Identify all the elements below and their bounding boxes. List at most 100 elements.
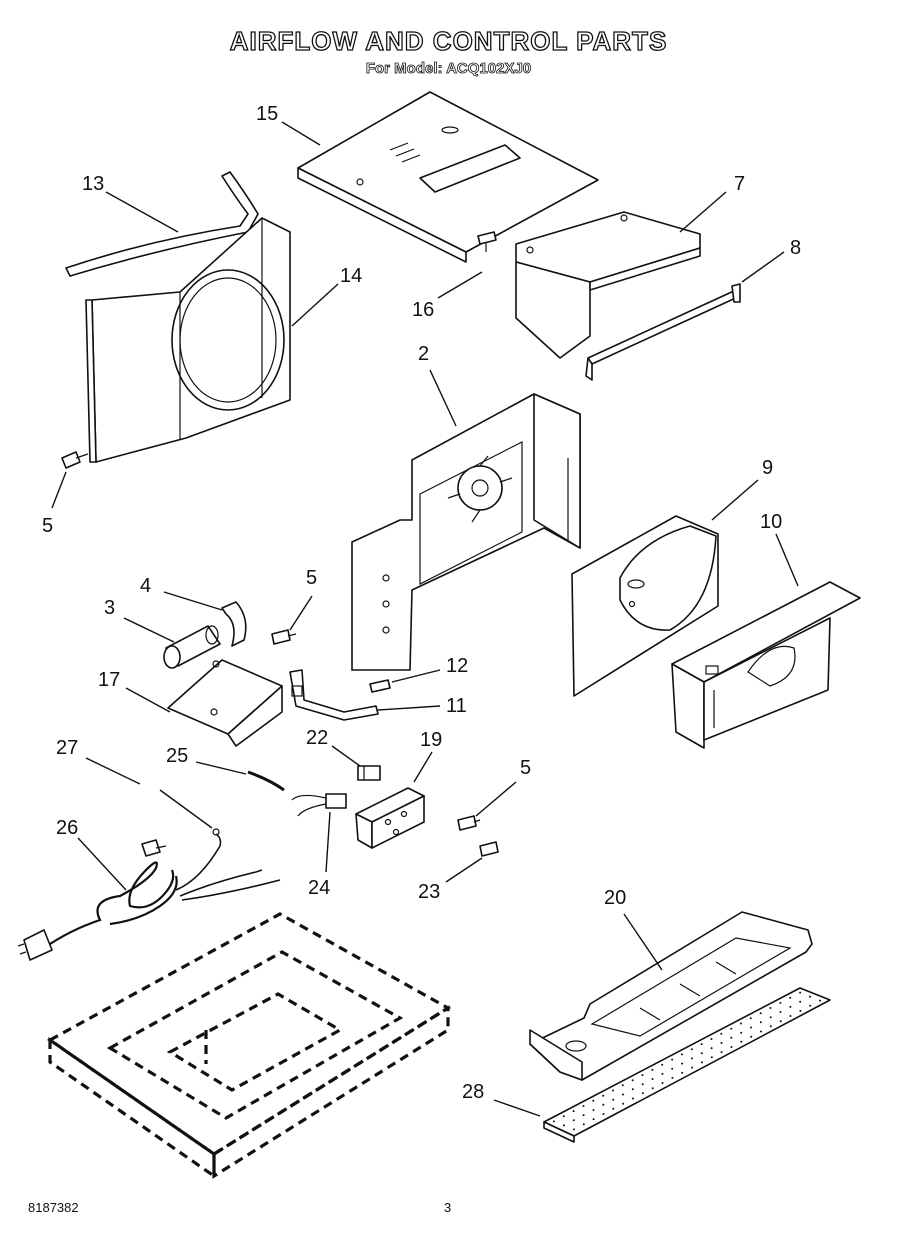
- filter-mesh-dot: [562, 1124, 565, 1127]
- filter-mesh-dot: [789, 1015, 792, 1017]
- filter-mesh-dot: [582, 1105, 585, 1107]
- filter-mesh-dot: [572, 1110, 575, 1113]
- callout-labels: 15 13 14 7 8 16 2 5 9 10 4 5 3 12 17 11 …: [42, 103, 801, 1103]
- leader-14: [291, 283, 339, 327]
- filter-mesh-dot: [690, 1048, 693, 1051]
- part-8-bracket-strip: [585, 283, 741, 381]
- filter-mesh-dot: [700, 1061, 703, 1064]
- filter-mesh-dot: [799, 1000, 802, 1003]
- model-subtitle: For Model: ACQ102XJ0: [365, 60, 532, 78]
- callout-26: 26: [56, 817, 78, 839]
- filter-mesh-dot: [700, 1043, 703, 1046]
- filter-mesh-dot: [720, 1042, 723, 1044]
- part-22-switch: [357, 765, 381, 781]
- filter-mesh-dot: [789, 1005, 792, 1008]
- filter-mesh-dot: [779, 1011, 782, 1013]
- filter-mesh-dot: [602, 1094, 605, 1097]
- filter-mesh-dot: [720, 1032, 723, 1035]
- part-4-capacitor-strap: [221, 601, 247, 647]
- callout-25: 25: [166, 745, 188, 767]
- filter-mesh-dot: [730, 1036, 733, 1039]
- filter-mesh-dot: [572, 1128, 575, 1131]
- part-25-wire: [247, 770, 285, 792]
- leader-24: [325, 811, 331, 873]
- page-number: 3: [444, 1200, 452, 1215]
- filter-mesh-dot: [661, 1072, 664, 1075]
- callout-11: 11: [446, 695, 467, 717]
- filter-mesh-dot: [809, 1004, 812, 1007]
- callout-12: 12: [446, 655, 468, 677]
- leader-28: [493, 1099, 541, 1117]
- filter-mesh-dot: [730, 1027, 733, 1030]
- part-5-screw-strap: [271, 629, 297, 645]
- part-14-fan-shroud: [85, 217, 291, 463]
- part-27-ground-screw: [141, 839, 167, 857]
- part-15-top-cover: [297, 91, 599, 263]
- filter-mesh-dot: [799, 1009, 802, 1012]
- filter-mesh-dot: [622, 1102, 625, 1105]
- filter-mesh-dot: [592, 1109, 595, 1111]
- callout-19: 19: [420, 729, 442, 751]
- page-title: AIRFLOW AND CONTROL PARTS: [229, 25, 668, 56]
- filter-mesh-dot: [759, 1012, 762, 1015]
- filter-mesh-dot: [671, 1067, 674, 1070]
- filter-mesh-dot: [681, 1062, 684, 1065]
- filter-mesh-dot: [730, 1046, 733, 1048]
- leader-13: [105, 191, 179, 233]
- part-7-control-cover: [515, 211, 701, 359]
- leader-9: [711, 479, 759, 521]
- filter-mesh-dot: [641, 1092, 644, 1095]
- filter-mesh-dot: [621, 1084, 624, 1087]
- filter-mesh-dot: [779, 1001, 782, 1004]
- filter-mesh-dot: [750, 1035, 753, 1038]
- leader-10: [775, 533, 799, 587]
- leader-27b: [159, 789, 213, 829]
- filter-mesh-dot: [799, 991, 802, 994]
- filter-mesh-dot: [759, 1021, 762, 1024]
- filter-mesh-dot: [769, 1016, 772, 1019]
- filter-mesh-dot: [760, 1030, 762, 1033]
- leader-19: [413, 751, 433, 783]
- leader-11: [377, 705, 441, 711]
- filter-mesh-dot: [592, 1118, 595, 1121]
- leader-lines: [51, 121, 799, 1117]
- filter-mesh-dot: [750, 1026, 752, 1029]
- part-11-thermostat-rod: [289, 669, 379, 721]
- filter-mesh-dot: [651, 1087, 654, 1090]
- callout-10: 10: [760, 511, 782, 533]
- callout-13: 13: [82, 173, 104, 195]
- filter-mesh-dot: [582, 1114, 585, 1117]
- part-10-control-panel-base: [671, 581, 861, 749]
- filter-mesh-dot: [612, 1107, 615, 1110]
- part-2-partition-panel: [351, 393, 581, 671]
- part-24-switch-harness: [291, 793, 347, 817]
- filter-mesh-dot: [631, 1088, 634, 1091]
- filter-mesh-dot: [602, 1103, 605, 1106]
- part-16-screw: [477, 231, 497, 252]
- filter-mesh-dot: [592, 1099, 595, 1102]
- filter-mesh-dot: [710, 1038, 713, 1040]
- leader-5b: [289, 595, 313, 631]
- filter-mesh-dot: [740, 1022, 742, 1025]
- filter-mesh-dot: [710, 1047, 713, 1050]
- callout-22: 22: [306, 727, 328, 749]
- filter-mesh-dot: [700, 1052, 703, 1055]
- filter-mesh-dot: [572, 1119, 575, 1122]
- leader-5c: [475, 781, 517, 817]
- part-12-screw: [369, 679, 391, 693]
- callout-5-strap: 5: [306, 567, 317, 589]
- filter-mesh-dot: [720, 1051, 723, 1054]
- filter-mesh-dot: [641, 1083, 644, 1086]
- filter-mesh-dot: [671, 1076, 674, 1079]
- filter-mesh-dot: [582, 1123, 585, 1126]
- leader-23: [445, 857, 483, 883]
- part-19-control-plate: [355, 787, 425, 849]
- doc-number: 8187382: [28, 1200, 79, 1215]
- part-5-screw-shroud: [61, 451, 89, 469]
- filter-mesh-dot: [661, 1063, 664, 1066]
- callout-14: 14: [340, 265, 362, 287]
- part-5-screw-plate: [457, 815, 481, 831]
- part-13-gasket: [65, 171, 259, 277]
